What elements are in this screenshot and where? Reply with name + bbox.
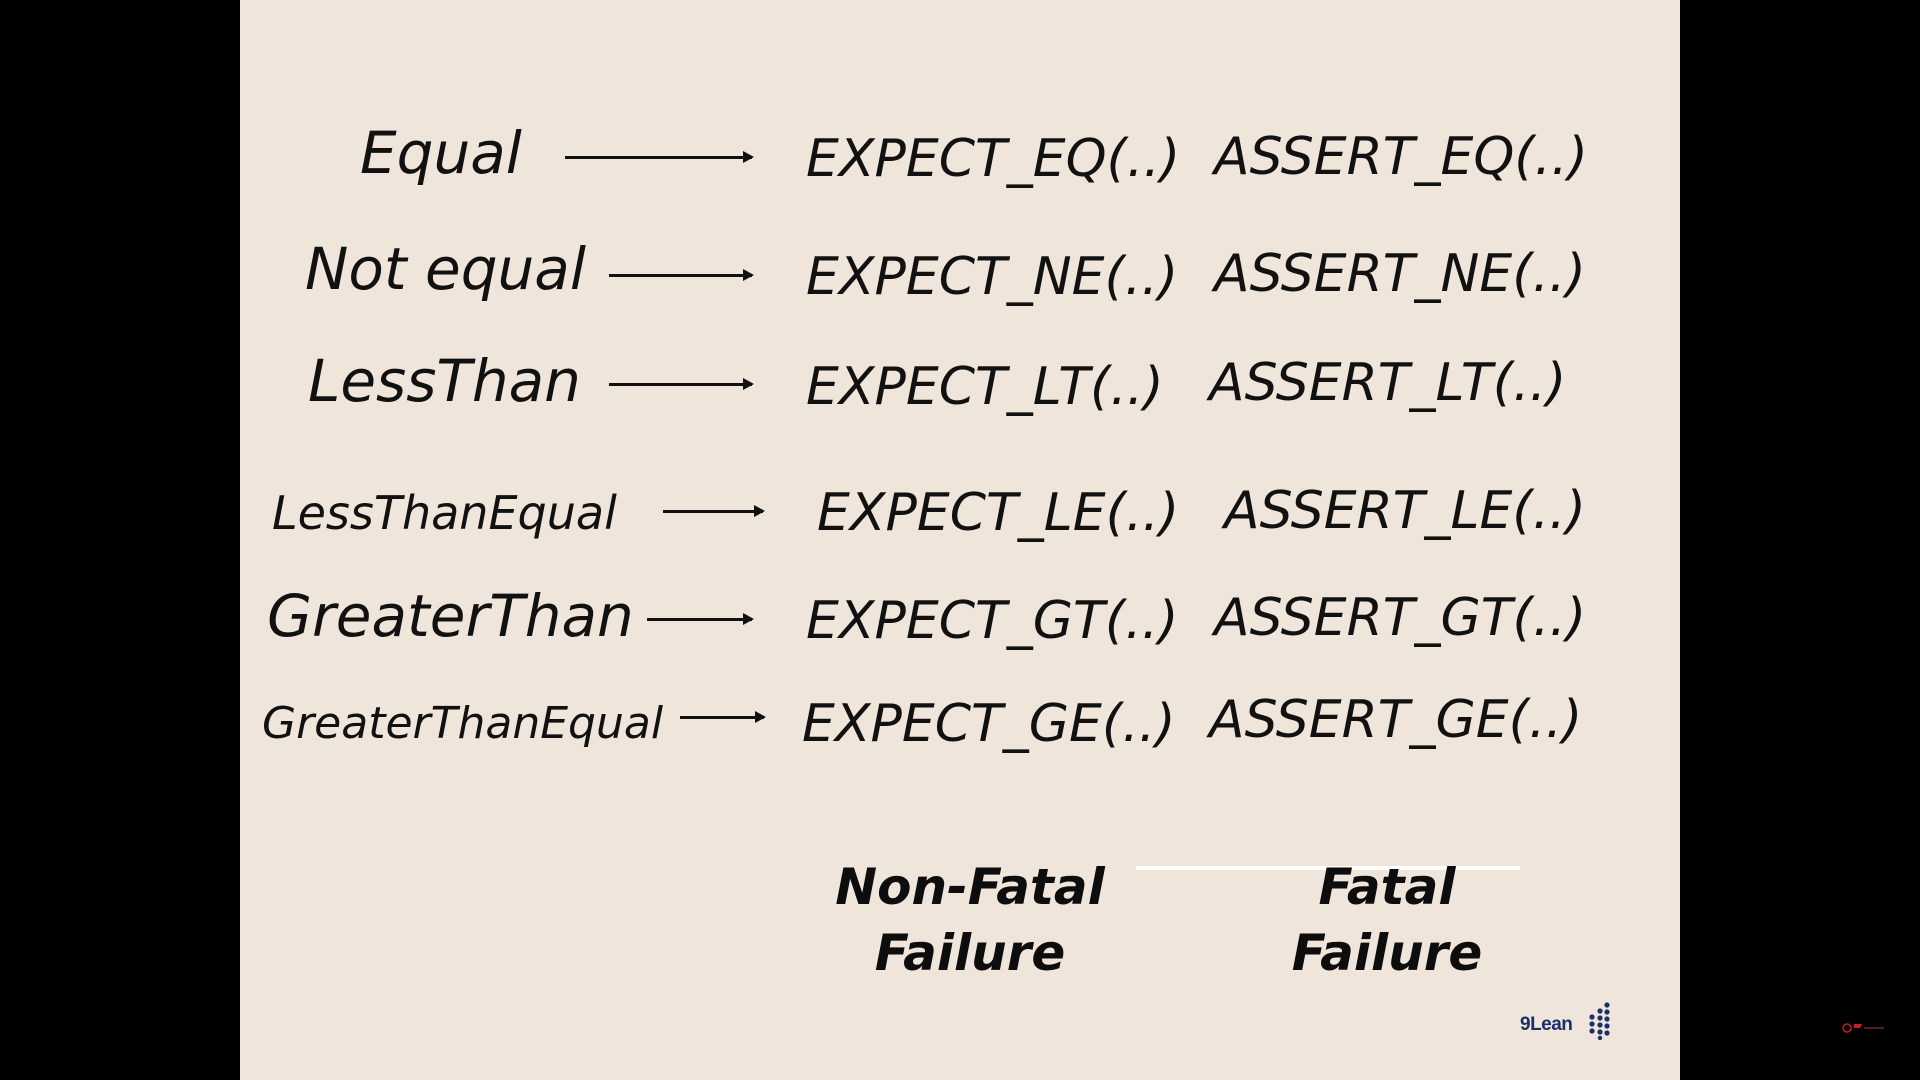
label-equal: Equal — [360, 119, 522, 187]
arrow-icon — [565, 151, 754, 163]
expect-ge: EXPECT_GE(..) — [802, 694, 1176, 754]
assert-ne: ASSERT_NE(..) — [1214, 244, 1586, 304]
expect-eq: EXPECT_EQ(..) — [806, 129, 1181, 189]
slide: Equal EXPECT_EQ(..) ASSERT_EQ(..) Not eq… — [240, 0, 1680, 1080]
arrow-icon — [647, 613, 754, 625]
arrow-icon — [609, 269, 754, 281]
arrow-icon — [663, 505, 765, 517]
expect-ne: EXPECT_NE(..) — [806, 247, 1179, 307]
assert-gt: ASSERT_GT(..) — [1214, 588, 1587, 648]
brand-logo: 9Lean — [1520, 1000, 1620, 1046]
assert-eq: ASSERT_EQ(..) — [1214, 127, 1588, 187]
assert-ge: ASSERT_GE(..) — [1209, 690, 1583, 750]
fatal-failure-label: Fatal Failure — [1197, 854, 1577, 986]
non-fatal-line-2: Failure — [874, 924, 1066, 982]
divider-line — [1136, 866, 1520, 870]
fatal-line-2: Failure — [1291, 924, 1483, 982]
dots-grid-icon — [1589, 1002, 1610, 1040]
non-fatal-line-1: Non-Fatal — [835, 858, 1105, 916]
expect-lt: EXPECT_LT(..) — [806, 357, 1164, 417]
expect-le: EXPECT_LE(..) — [817, 483, 1180, 543]
arrow-icon — [609, 378, 754, 390]
logo-text: 9Lean — [1520, 1014, 1573, 1035]
label-less-than-equal: LessThanEqual — [272, 486, 617, 540]
fatal-line-1: Fatal — [1318, 858, 1456, 916]
channel-watermark-icon — [1842, 1023, 1884, 1033]
assert-lt: ASSERT_LT(..) — [1209, 353, 1567, 413]
assert-le: ASSERT_LE(..) — [1224, 481, 1586, 541]
non-fatal-failure-label: Non-Fatal Failure — [780, 854, 1160, 986]
label-less-than: LessThan — [308, 347, 581, 415]
label-greater-than: GreaterThan — [267, 582, 634, 650]
label-not-equal: Not equal — [305, 235, 586, 303]
label-greater-than-equal: GreaterThanEqual — [262, 698, 664, 749]
expect-gt: EXPECT_GT(..) — [806, 591, 1179, 651]
arrow-icon — [680, 711, 766, 723]
